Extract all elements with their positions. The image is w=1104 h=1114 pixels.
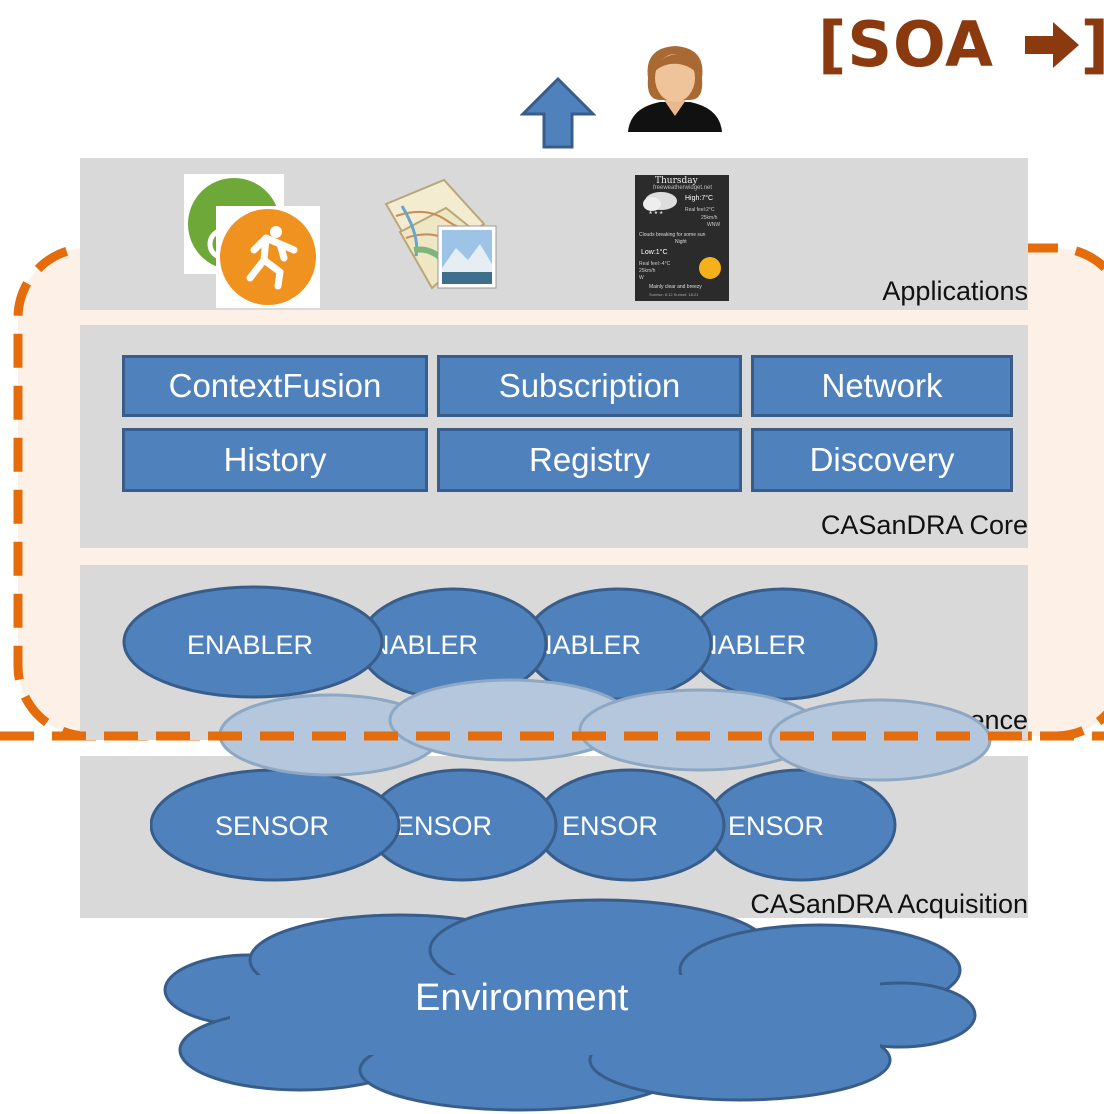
weather-day: Thursday [655,176,698,186]
environment-label: Environment [415,977,629,1019]
weather-low: Low:1°C [641,249,668,256]
svg-text:* * *: * * * [649,210,663,219]
weather-dir-night: W [639,275,644,281]
sensor-group: ENSOR ENSOR ENSOR SENSOR [150,768,897,882]
arrow-right-icon [1023,12,1081,85]
soa-heading: [SOA ] [818,8,1104,85]
core-box-discovery: Discovery [751,428,1013,492]
up-arrow-icon [520,76,596,149]
enabler-4: NABLER [688,587,878,701]
core-box-registry: Registry [437,428,742,492]
enabler-3: NABLER [523,587,713,701]
weather-sun: Sunrise: 8:12 Sunset: 18:21 [649,292,699,297]
enabler-3-label: NABLER [533,630,641,660]
core-box-contextfusion: ContextFusion [122,355,428,417]
core-label: CASanDRA Core [820,510,1028,540]
applications-label: Applications [882,276,1028,306]
environment-cloud-back [218,678,992,782]
weather-night: Night [675,239,687,245]
cloud-snow-icon: * * * [643,192,677,219]
weather-wind: 25km/h [701,215,718,221]
sensor-1: SENSOR [150,768,401,882]
sun-icon [699,257,721,279]
sensor-1-label: SENSOR [215,811,329,841]
core-box-network: Network [751,355,1013,417]
soa-heading-text: [SOA [818,8,995,81]
enabler-1-label: ENABLER [187,630,313,660]
weather-real-feel: Real feel:2°C [685,207,715,213]
core-box-history: History [122,428,428,492]
weather-desc-night: Mainly clear and breezy [649,284,702,290]
sensor-3: ENSOR [534,768,726,882]
sensor-4-label: ENSOR [728,811,824,841]
core-box-subscription: Subscription [437,355,742,417]
weather-high: High:7°C [685,195,714,202]
acquisition-label: CASanDRA Acquisition [750,889,1028,919]
weather-real-feel-night: Real feel:-4°C [639,261,671,267]
weather-wind-night: 25km/h [639,268,656,274]
enabler-group: NABLER NABLER NABLER ENABLER [122,585,878,701]
weather-desc: Clouds breaking for some sun [639,232,706,238]
map-app-icon[interactable] [376,176,502,294]
fitness-app-icon[interactable] [184,174,320,308]
enabler-4-label: NABLER [698,630,806,660]
enabler-2: NABLER [358,587,548,701]
user-avatar-icon [628,46,722,132]
weather-app-icon[interactable]: Thursday freeweatherwidget.net * * * Hig… [635,175,729,301]
enabler-2-label: NABLER [370,630,478,660]
sensor-3-label: ENSOR [562,811,658,841]
weather-site: freeweatherwidget.net [653,185,713,191]
weather-dir: WNW [707,222,721,228]
sensor-4: ENSOR [705,768,897,882]
enabler-1: ENABLER [122,585,384,699]
sensor-2-label: ENSOR [396,811,492,841]
